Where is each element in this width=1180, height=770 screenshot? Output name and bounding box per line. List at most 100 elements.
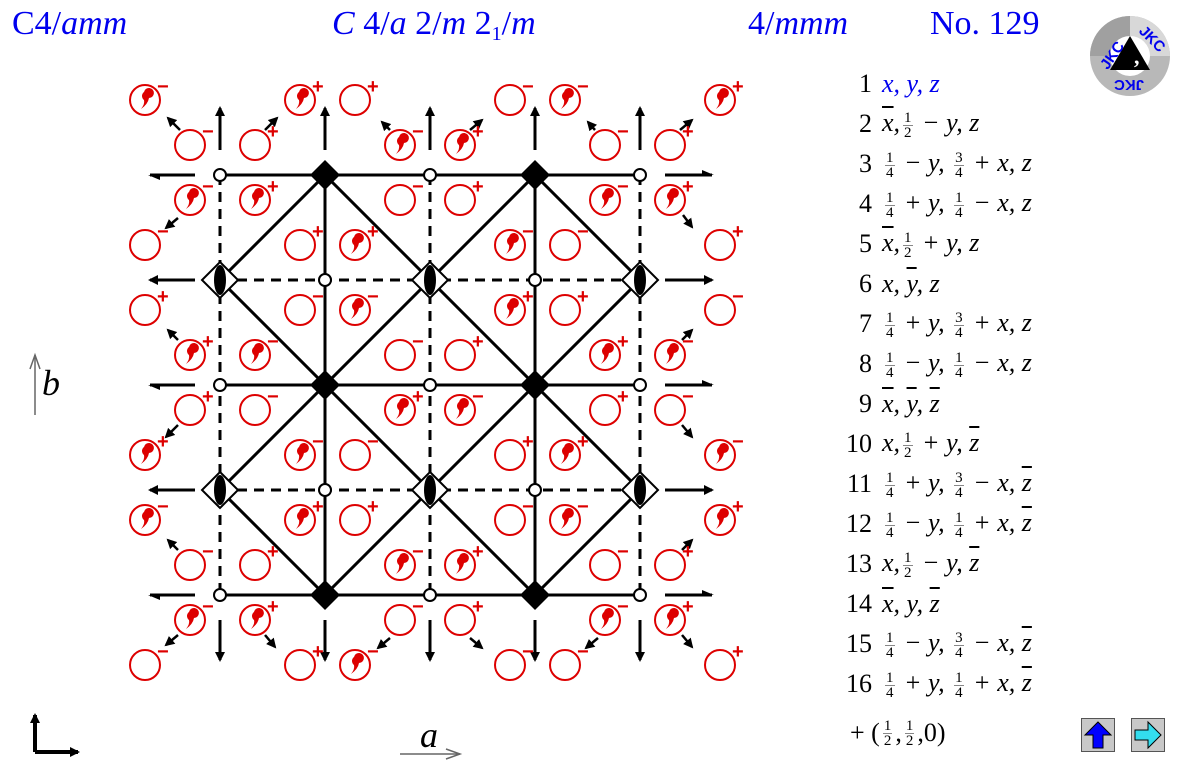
height-sign: − bbox=[577, 221, 589, 243]
overbar-term: x bbox=[882, 108, 894, 138]
atom: − bbox=[129, 641, 169, 681]
up-arrow-icon bbox=[1083, 721, 1113, 749]
overbar-term: z bbox=[929, 389, 940, 418]
jkc-logo-icon: , JKC JKC JKC bbox=[1090, 16, 1170, 96]
height-sign: + bbox=[732, 76, 744, 98]
twofold-axis-arrows bbox=[148, 106, 714, 662]
atom: − bbox=[384, 596, 424, 636]
point-group-prefix: 4/ bbox=[748, 5, 775, 42]
overbar-term: z bbox=[1021, 508, 1032, 538]
height-sign: + bbox=[367, 496, 379, 518]
atom-with-comma: + bbox=[284, 76, 324, 116]
centering-suffix: ,0) bbox=[917, 718, 946, 747]
height-sign: − bbox=[412, 176, 424, 198]
full-symbol-part: 2/ bbox=[406, 5, 442, 42]
operation-number: 16 bbox=[846, 669, 872, 698]
operation-number: 15 bbox=[846, 629, 872, 658]
height-sign: − bbox=[267, 386, 279, 408]
operation-number: 6 bbox=[859, 269, 872, 298]
height-sign: + bbox=[267, 121, 279, 143]
height-sign: + bbox=[312, 496, 324, 518]
full-symbol-part: 4/ bbox=[354, 5, 390, 42]
height-sign: + bbox=[732, 496, 744, 518]
atom-with-comma: − bbox=[129, 76, 169, 116]
height-sign: + bbox=[157, 286, 169, 308]
height-sign: + bbox=[522, 431, 534, 453]
atom-with-comma: + bbox=[174, 331, 214, 371]
short-symbol: C4/amm bbox=[12, 2, 127, 46]
b-axis-arrow-icon bbox=[29, 352, 41, 415]
height-sign: − bbox=[202, 596, 214, 618]
operation-number: 4 bbox=[859, 189, 872, 218]
height-sign: − bbox=[202, 176, 214, 198]
atom-with-comma: + bbox=[239, 176, 279, 216]
atom-with-comma: − bbox=[549, 76, 589, 116]
atom-with-comma: + bbox=[549, 431, 589, 471]
atom-with-comma: + bbox=[704, 496, 744, 536]
overbar-term: x bbox=[882, 589, 894, 618]
atom-with-comma: + bbox=[129, 431, 169, 471]
operation-expression: x, y, z bbox=[882, 269, 940, 298]
atom: + bbox=[654, 121, 694, 161]
height-sign: + bbox=[367, 76, 379, 98]
up-button[interactable] bbox=[1081, 718, 1115, 752]
symmetry-diagram: −++−−+−+−+−+−+−+−+−++−−++−−++−+−−++−+−+−… bbox=[29, 76, 744, 760]
full-symbol-part: a bbox=[389, 5, 407, 42]
overbar-term: z bbox=[969, 428, 980, 458]
height-sign: − bbox=[577, 496, 589, 518]
atom: − bbox=[284, 286, 324, 326]
general-position-atoms: −++−−+−+−+−+−+−+−+−++−−++−−++−+−−++−+−+−… bbox=[129, 76, 744, 681]
atom: + bbox=[239, 121, 279, 161]
height-sign: + bbox=[412, 386, 424, 408]
overbar-term: y bbox=[906, 389, 917, 418]
atom-with-comma: + bbox=[654, 176, 694, 216]
a-axis-arrow-icon bbox=[400, 748, 463, 760]
atom: + bbox=[284, 641, 324, 681]
atom-with-comma: − bbox=[384, 121, 424, 161]
atom: + bbox=[284, 221, 324, 261]
atom: − bbox=[589, 121, 629, 161]
numerator: 1 bbox=[882, 717, 893, 734]
full-symbol-c: C bbox=[332, 5, 355, 42]
height-sign: − bbox=[412, 121, 424, 143]
height-sign: − bbox=[202, 541, 214, 563]
atom: + bbox=[589, 386, 629, 426]
atom: + bbox=[444, 331, 484, 371]
operation-number: 8 bbox=[859, 349, 872, 378]
atom-with-comma: + bbox=[704, 76, 744, 116]
overbar-term: y bbox=[906, 269, 917, 298]
height-sign: − bbox=[732, 286, 744, 308]
atom: − bbox=[494, 76, 534, 116]
height-sign: + bbox=[267, 176, 279, 198]
axes-indicator-icon bbox=[30, 713, 80, 757]
fourfold-axis-symbols bbox=[310, 160, 550, 610]
denominator: 2 bbox=[905, 732, 914, 749]
height-sign: − bbox=[367, 431, 379, 453]
atom: − bbox=[494, 496, 534, 536]
atom: − bbox=[549, 641, 589, 681]
atom-with-comma: + bbox=[654, 596, 694, 636]
next-button[interactable] bbox=[1131, 718, 1165, 752]
atom-with-comma: − bbox=[339, 641, 379, 681]
height-sign: − bbox=[312, 286, 324, 308]
full-symbol-subscript: 1 bbox=[491, 23, 502, 45]
atom: − bbox=[339, 431, 379, 471]
atom-with-comma: + bbox=[444, 121, 484, 161]
operation-number: 7 bbox=[859, 309, 872, 338]
